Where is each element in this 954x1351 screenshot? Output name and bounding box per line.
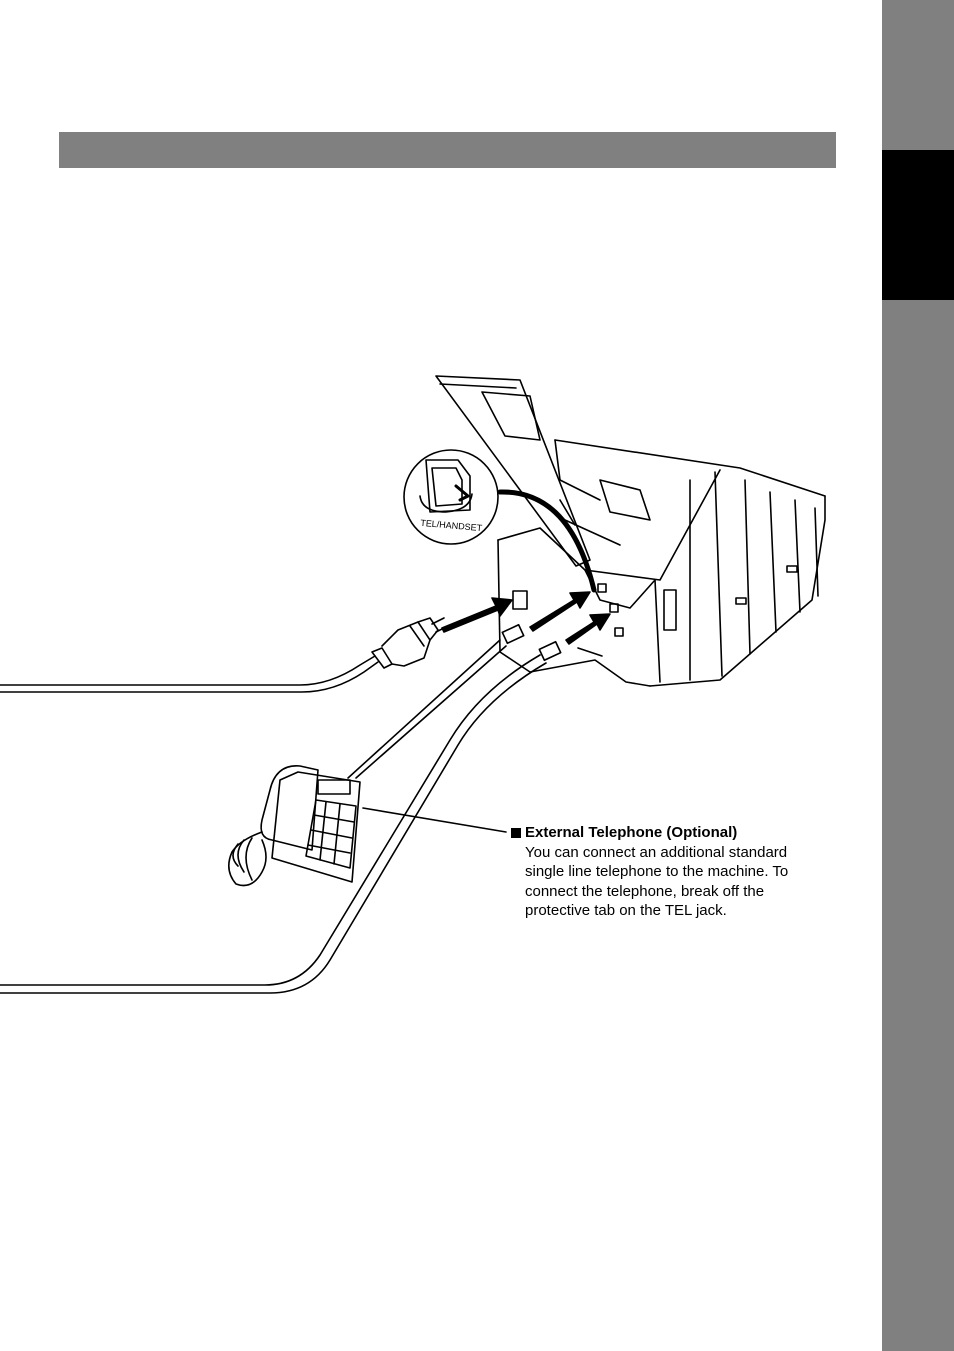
- callout-title: External Telephone (Optional): [525, 824, 738, 841]
- jack-inset: [403, 449, 499, 545]
- section-tab: [882, 150, 954, 300]
- section-header-bar: [59, 132, 836, 168]
- power-cable: [0, 655, 379, 693]
- callout-leader-line: [362, 807, 507, 833]
- external-telephone-callout: External Telephone (Optional) You can co…: [511, 823, 821, 921]
- insertion-arrows: [441, 591, 611, 645]
- power-plug: [371, 617, 449, 669]
- line-modular-plug: [538, 640, 562, 662]
- connection-diagram: TEL/HANDSET: [0, 375, 826, 994]
- curved-arrow: [497, 489, 597, 593]
- callout-body: You can connect an additional standard s…: [525, 843, 789, 920]
- handset-modular-plug: [501, 623, 525, 645]
- square-bullet-icon: [511, 827, 521, 838]
- telephone-line-cable: [0, 654, 547, 994]
- handset-cable: [347, 639, 507, 779]
- fax-machine: [435, 375, 826, 687]
- external-telephone-drawing: [228, 765, 361, 887]
